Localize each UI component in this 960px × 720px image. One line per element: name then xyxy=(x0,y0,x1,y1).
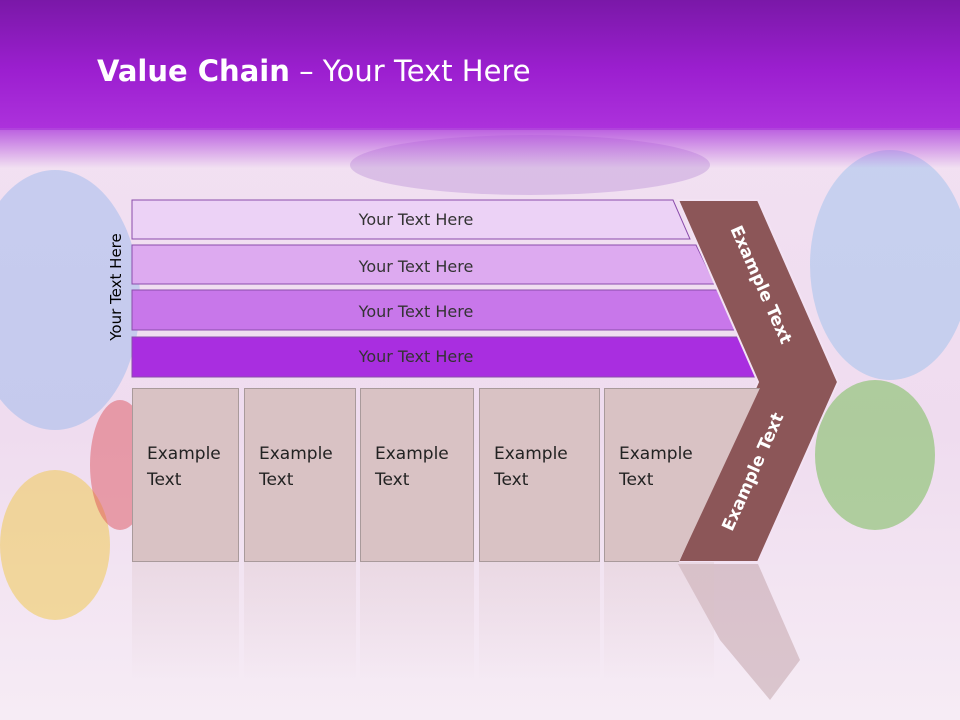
paint-splash-right xyxy=(810,150,960,380)
title-bar xyxy=(0,0,960,130)
paint-splash-left xyxy=(0,170,140,430)
bar-1-label: Your Text Here xyxy=(358,210,474,229)
activity-box-3-reflection xyxy=(360,562,474,682)
bar-2-label: Your Text Here xyxy=(358,257,474,276)
activity-box-2-reflection xyxy=(244,562,356,682)
title-bar-fade xyxy=(0,128,960,168)
bar-3-label: Your Text Here xyxy=(358,302,474,321)
activity-box-1-reflection xyxy=(132,562,239,682)
green-hand-image xyxy=(815,380,935,530)
activity-box-4-reflection xyxy=(479,562,600,682)
title-bold: Value Chain xyxy=(97,54,290,88)
bar-1 xyxy=(131,199,691,240)
chevron-reflection xyxy=(678,564,800,700)
slide-title: Value Chain – Your Text Here xyxy=(97,54,531,88)
yellow-hand-image xyxy=(0,470,110,620)
activity-box-5-reflection xyxy=(604,562,714,682)
bar-4-label: Your Text Here xyxy=(358,347,474,366)
title-rest: – Your Text Here xyxy=(289,54,531,88)
chevron-arrow xyxy=(676,199,840,563)
